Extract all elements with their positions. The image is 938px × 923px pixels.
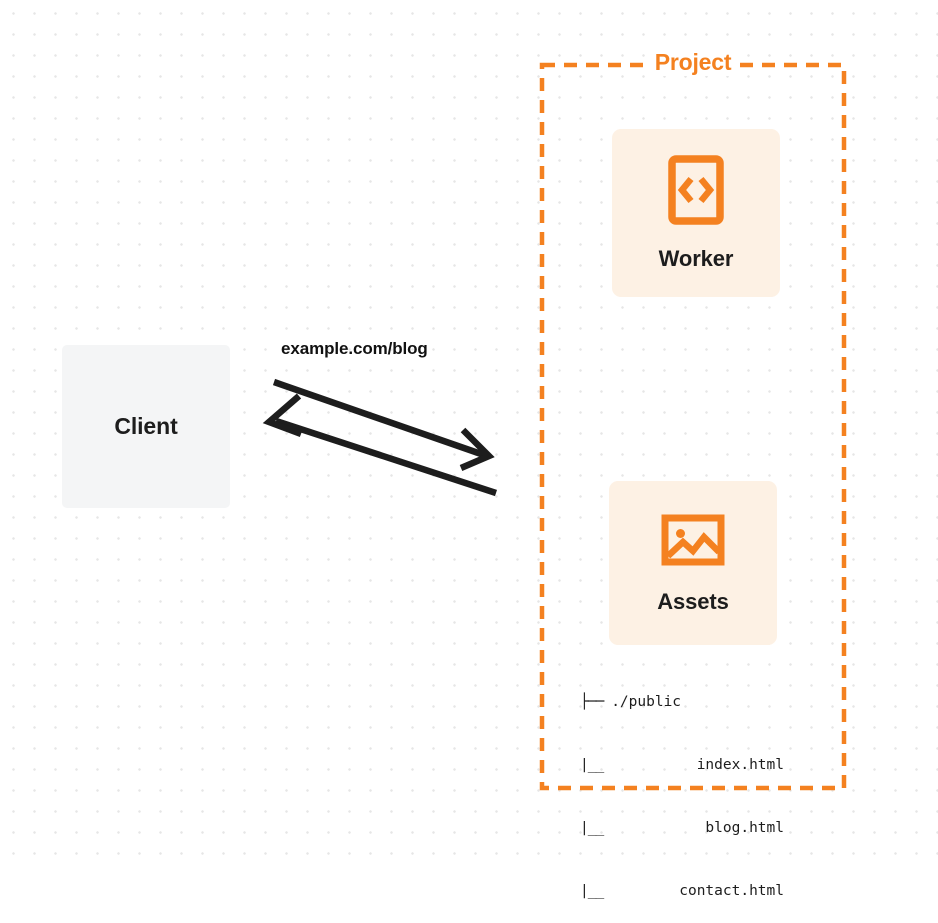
tree-branch-glyph: ├── <box>580 694 604 710</box>
code-brackets-icon <box>668 154 724 230</box>
project-title: Project <box>647 49 739 76</box>
worker-card[interactable]: Worker <box>612 129 780 297</box>
worker-label: Worker <box>658 245 734 271</box>
tree-branch-glyph: |__ <box>580 820 604 836</box>
tree-item-name: ./public <box>611 694 682 710</box>
tree-item-name: contact.html <box>679 883 784 899</box>
client-node[interactable]: Client <box>62 345 230 508</box>
tree-branch-glyph: |__ <box>580 883 604 899</box>
request-url-label: example.com/blog <box>281 339 428 358</box>
tree-item-name: blog.html <box>705 820 784 836</box>
assets-card[interactable]: Assets <box>609 481 777 645</box>
file-tree-row: |__ contact.html <box>580 881 785 902</box>
file-tree-row: |__ index.html <box>580 755 785 776</box>
tree-branch-glyph: |__ <box>580 757 604 773</box>
file-tree-row: ├── ./public <box>580 692 785 713</box>
file-tree-row: |__ blog.html <box>580 818 785 839</box>
tree-item-name: index.html <box>696 757 784 773</box>
assets-file-tree: ├── ./public |__ index.html |__ blog.htm… <box>580 650 785 923</box>
client-label: Client <box>114 413 178 439</box>
assets-label: Assets <box>657 588 729 614</box>
image-icon <box>661 512 725 573</box>
